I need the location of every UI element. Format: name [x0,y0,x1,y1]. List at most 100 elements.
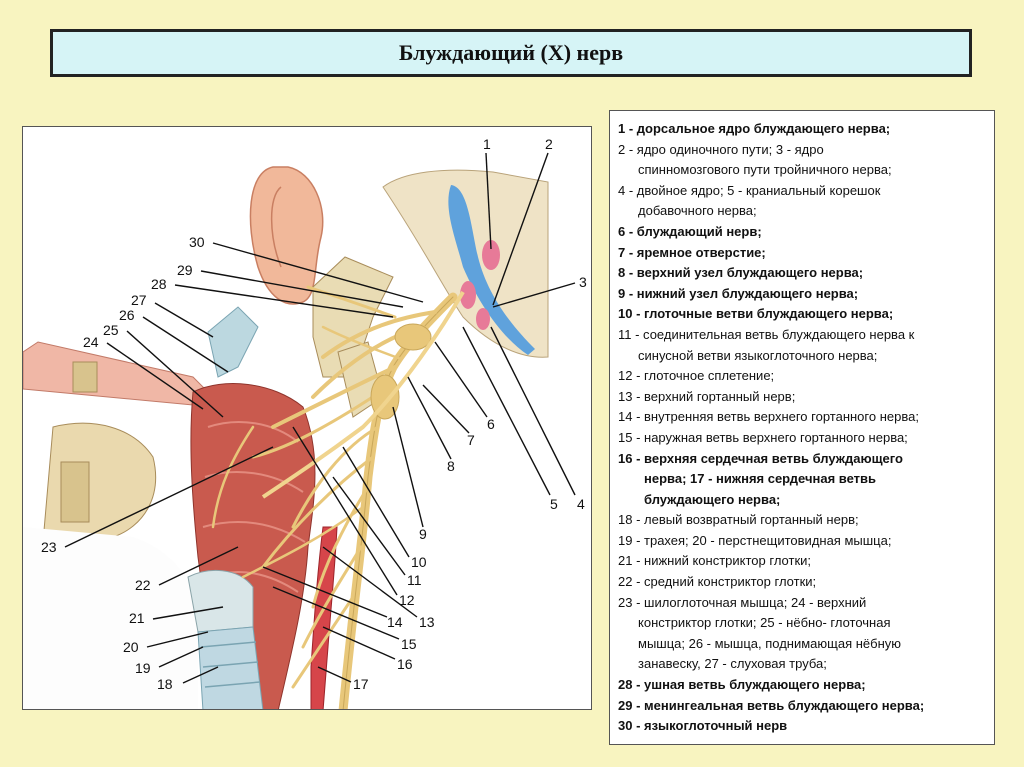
leader-line-30 [212,242,424,303]
callout-16: 16 [397,656,413,672]
inferior-ganglion [370,374,400,420]
leader-line-18 [182,666,219,684]
leader-line-6 [434,341,488,418]
legend-line: 4 - двойное ядро; 5 - краниальный корешо… [618,182,881,198]
legend-line: 19 - трахея; 20 - перстнещитовидная мышц… [618,532,892,548]
legend-line: 10 - глоточные ветви блуждающего нерва; [618,306,894,322]
callout-2: 2 [545,136,553,152]
legend-item: 14 - внутренняя ветвь верхнего гортанног… [618,407,986,428]
legend-item: 21 - нижний констриктор глотки; [618,551,986,572]
callout-27: 27 [131,292,147,308]
legend-line: констриктор глотки; 25 - нёбно- глоточна… [638,615,891,631]
leader-line-14 [262,566,388,618]
carotid-artery [310,526,338,709]
legend-line: 23 - шилоглоточная мышца; 24 - верхний [618,594,867,610]
nucleus-pink-3 [476,308,490,330]
glossopharyngeal-nerve [261,291,465,499]
hard-palate [23,341,209,406]
callout-28: 28 [151,276,167,292]
leader-line-4 [490,326,576,496]
leader-line-27 [154,302,214,338]
legend-item: 13 - верхний гортанный нерв; [618,387,986,408]
legend-line: спинномозгового пути тройничного нерва; [638,162,892,178]
callout-17: 17 [353,676,369,692]
callout-23: 23 [41,539,57,555]
nucleus-pink-1 [482,240,500,270]
leader-line-25 [126,330,224,418]
legend-line: синусной ветви языкоглоточного нерва; [638,347,878,363]
legend-line: 1 - дорсальное ядро блуждающего нерва; [618,121,891,136]
leader-line-20 [146,631,209,648]
callout-7: 7 [467,432,475,448]
leader-line-26 [142,316,229,373]
callout-15: 15 [401,636,417,652]
legend-line: 16 - верхняя сердечная ветвь блуждающего [618,450,903,466]
legend-item: 28 - ушная ветвь блуждающего нерва; [618,675,986,696]
page-title: Блуждающий (X) нерв [398,40,624,65]
leader-line-1 [485,152,492,250]
legend-item: 10 - глоточные ветви блуждающего нерва; [618,304,986,325]
title-box: Блуждающий (X) нерв [50,29,972,77]
leader-line-22 [158,546,239,586]
leader-line-29 [200,270,404,308]
leader-line-3 [492,282,576,308]
legend-item: 18 - левый возвратный гортанный нерв; [618,510,986,531]
callout-20: 20 [123,639,139,655]
legend-line: 30 - языкоглоточный нерв [618,718,788,734]
callout-14: 14 [387,614,403,630]
legend-list: 1 - дорсальное ядро блуждающего нерва; 2 … [618,119,986,737]
callout-29: 29 [177,262,193,278]
legend-line: блуждающего нерва; [644,491,781,507]
callout-18: 18 [157,676,173,692]
callout-12: 12 [399,592,415,608]
leader-line-13 [322,546,418,618]
leader-line-2 [492,152,549,306]
legend-line: добавочного нерва; [638,203,757,219]
callout-4: 4 [577,496,585,512]
leader-line-19 [158,646,204,668]
callout-9: 9 [419,526,427,542]
leader-line-16 [322,626,396,660]
trachea [197,626,264,709]
legend-line: 8 - верхний узел блуждающего нерва; [618,265,864,281]
leader-line-10 [342,446,410,558]
mandible [42,422,157,543]
legend-item: 4 - двойное ядро; 5 - краниальный корешо… [618,181,986,222]
auditory-tube [207,306,259,378]
callout-3: 3 [579,274,587,290]
nucleus-pink-2 [460,281,476,309]
callout-6: 6 [487,416,495,432]
legend-item: 7 - яремное отверстие; [618,243,986,264]
leader-lines [64,152,576,684]
callout-30: 30 [189,234,205,250]
callout-19: 19 [135,660,151,676]
legend-line: нерва; 17 - нижняя сердечная ветвь [644,471,877,487]
leader-line-8 [407,376,452,460]
legend-line: 28 - ушная ветвь блуждающего нерва; [618,677,866,693]
legend-item: 12 - глоточное сплетение; [618,366,986,387]
callout-21: 21 [129,610,145,626]
legend-item: 8 - верхний узел блуждающего нерва; [618,263,986,284]
soft-tissue-lower [23,527,198,709]
leader-line-24 [106,342,204,410]
legend-item: 19 - трахея; 20 - перстнещитовидная мышц… [618,531,986,552]
leader-line-23 [64,446,274,548]
legend-item: 2 - ядро одиночного пути; 3 - ядро спинно… [618,140,986,181]
legend-panel: 1 - дорсальное ядро блуждающего нерва; 2 … [609,110,995,745]
legend-item: 16 - верхняя сердечная ветвь блуждающего… [618,449,986,511]
callout-5: 5 [550,496,558,512]
legend-line: 6 - блуждающий нерв; [618,223,762,239]
legend-line: 18 - левый возвратный гортанный нерв; [618,512,859,528]
legend-line: 2 - ядро одиночного пути; 3 - ядро [618,141,824,157]
callout-10: 10 [411,554,427,570]
legend-line: 7 - яремное отверстие; [618,244,766,260]
legend-line: 21 - нижний констриктор глотки; [618,553,812,569]
legend-line: 22 - средний констриктор глотки; [618,574,817,590]
legend-item: 22 - средний констриктор глотки; [618,572,986,593]
legend-line: 29 - менингеальная ветвь блуждающего нер… [618,697,925,713]
legend-item: 6 - блуждающий нерв; [618,222,986,243]
legend-line: 15 - наружная ветвь верхнего гортанного … [618,429,908,445]
fourth-ventricle [448,185,535,355]
